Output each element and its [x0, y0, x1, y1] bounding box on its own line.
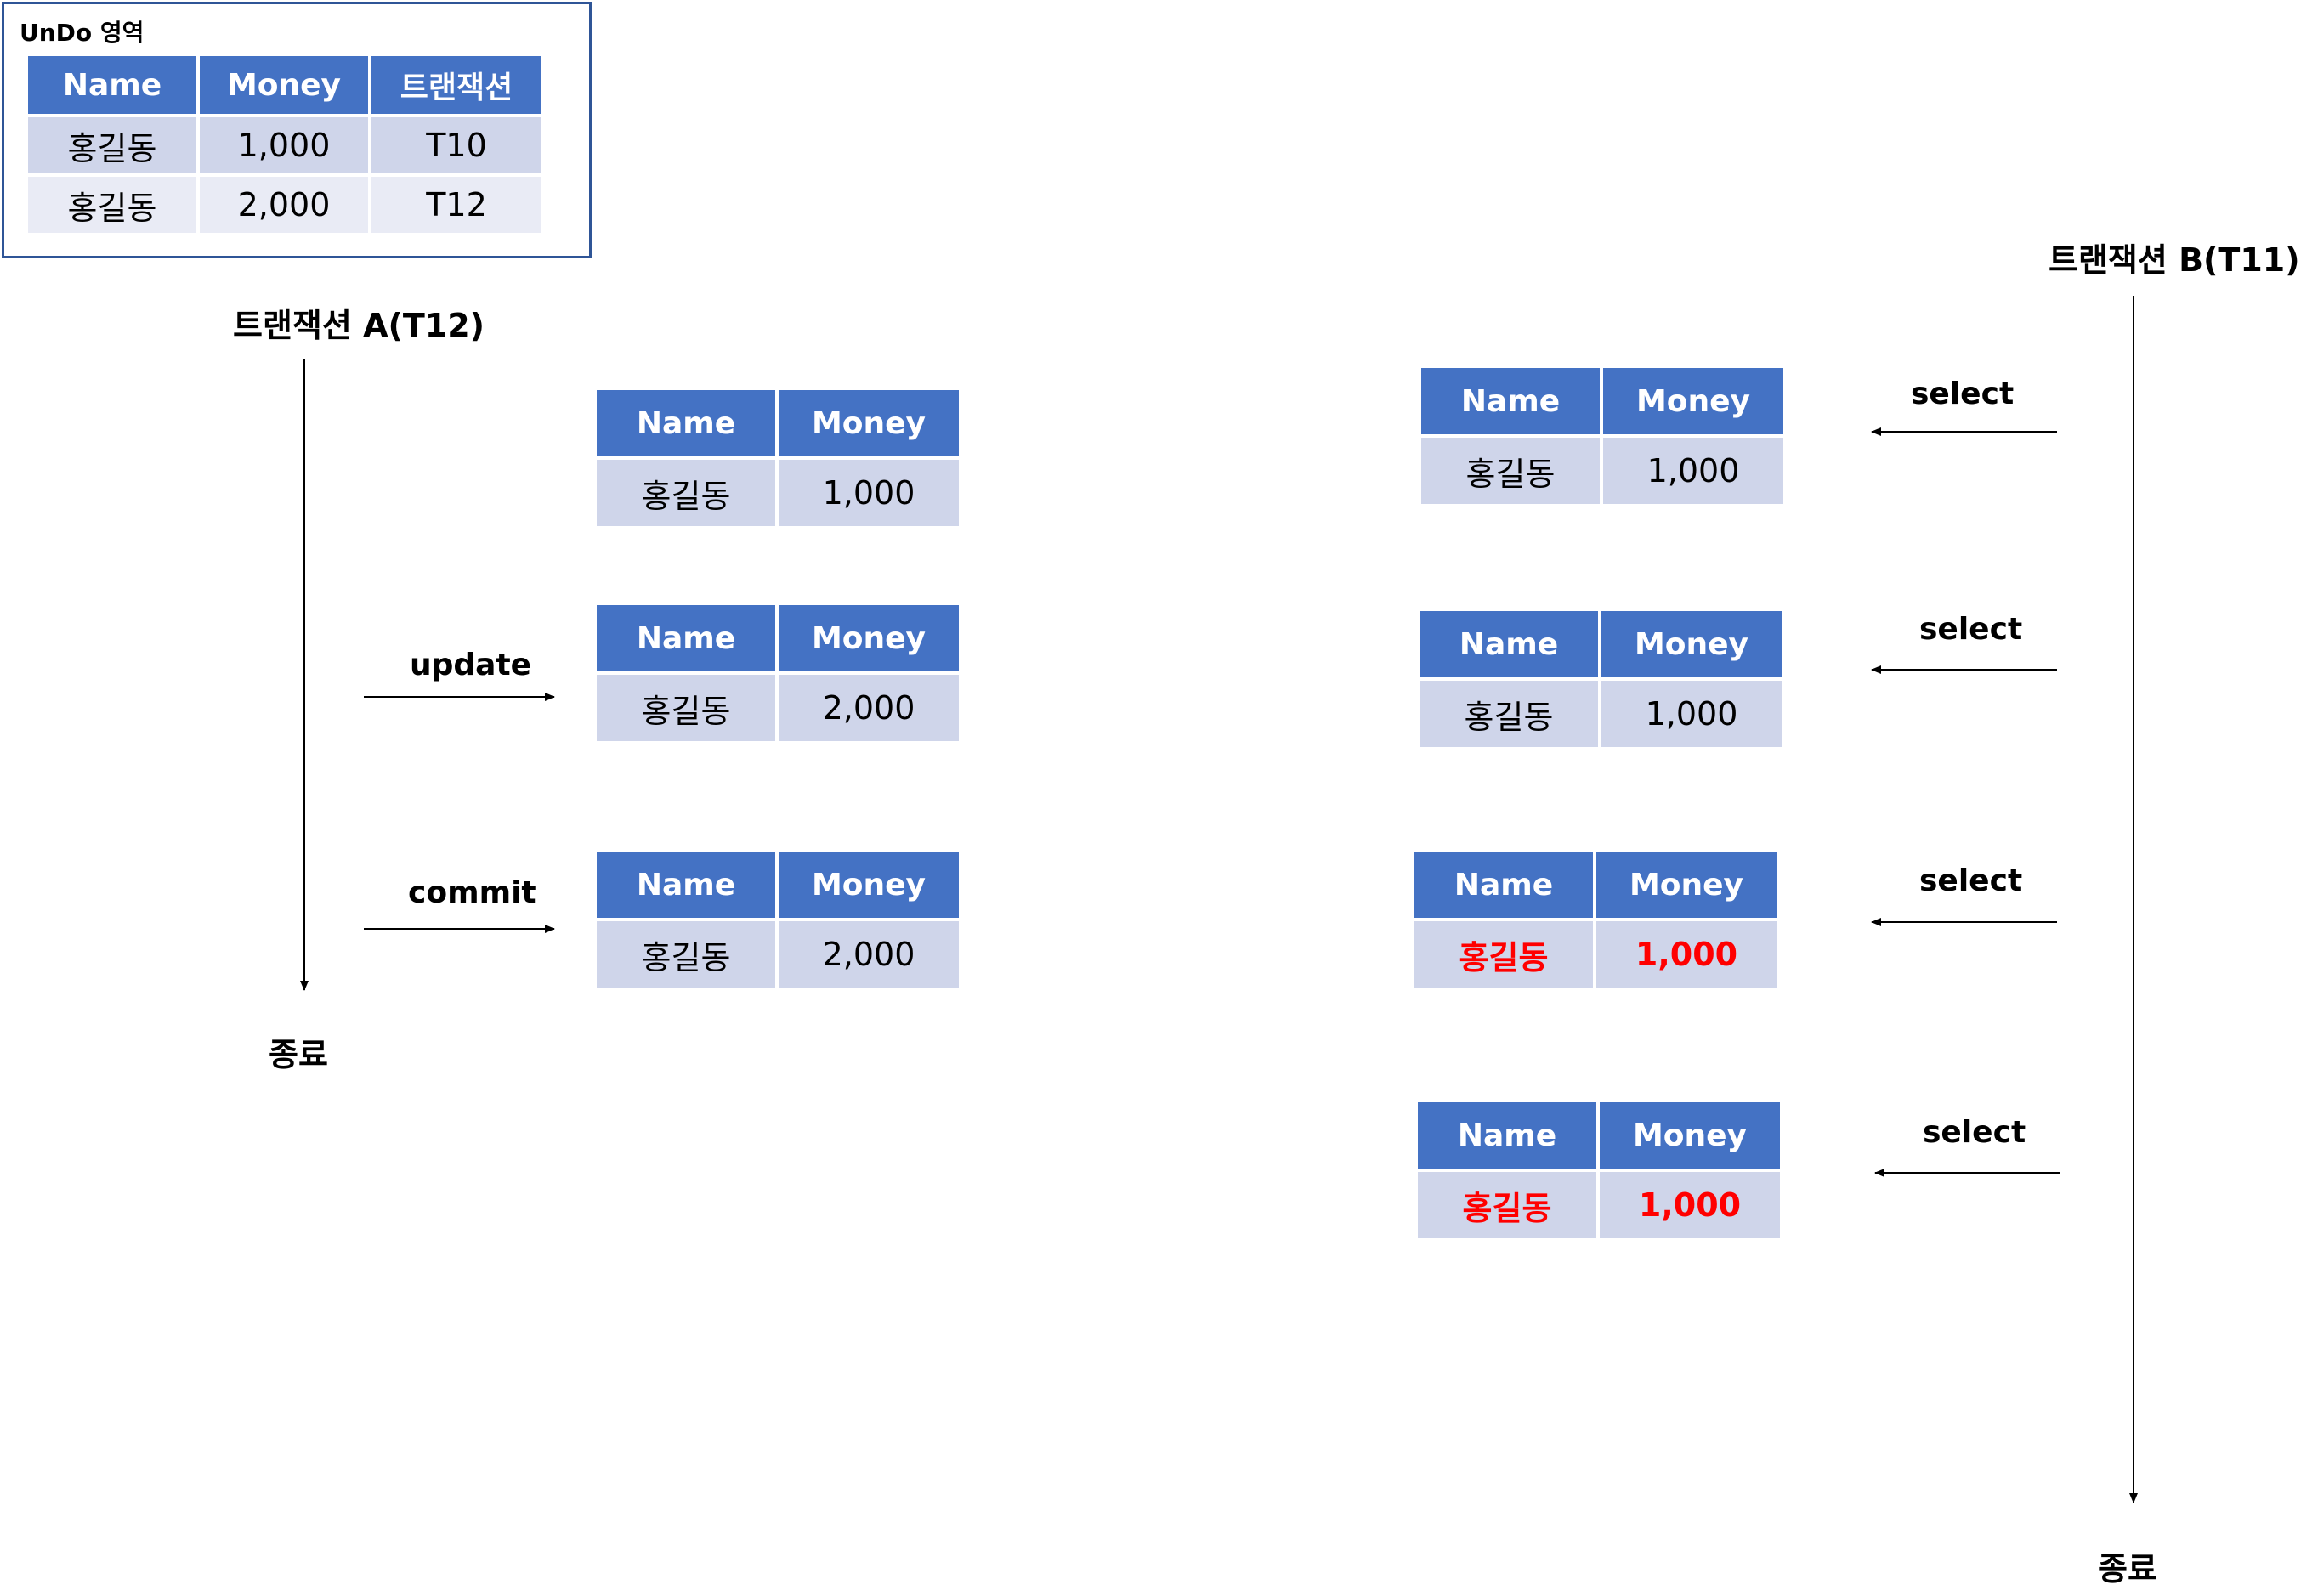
header-name: Name	[593, 848, 779, 921]
table-a-3: Name Money 홍길동 2,000	[593, 848, 962, 991]
header-money: Money	[775, 387, 962, 460]
header-money: Money	[775, 848, 962, 921]
table-row: 홍길동 1,000	[593, 456, 962, 529]
table-a-2: Name Money 홍길동 2,000	[593, 602, 962, 744]
undo-cell-money: 2,000	[196, 173, 371, 236]
update-label: update	[410, 648, 532, 682]
cell-name: 홍길동	[593, 918, 779, 991]
undo-cell-name: 홍길동	[25, 114, 200, 177]
cell-money: 2,000	[775, 918, 962, 991]
header-money: Money	[1598, 608, 1785, 681]
table-a-1: Name Money 홍길동 1,000	[593, 387, 962, 529]
header-money: Money	[775, 602, 962, 675]
header-name: Name	[593, 602, 779, 675]
undo-title: UnDo 영역	[20, 19, 145, 47]
select-label: select	[1919, 863, 2023, 898]
undo-table: Name Money 트랜잭션 홍길동 1,000 T10 홍길동 2,000 …	[25, 53, 545, 236]
table-row: 홍길동 1,000	[1416, 677, 1785, 750]
cell-name: 홍길동	[1416, 677, 1601, 750]
header-money: Money	[1593, 848, 1780, 921]
cell-name: 홍길동	[593, 671, 779, 744]
select-label: select	[1911, 376, 2015, 411]
undo-cell-transaction: T12	[368, 173, 545, 236]
table-row: 홍길동 2,000	[593, 918, 962, 991]
cell-money: 2,000	[775, 671, 962, 744]
cell-money: 1,000	[775, 456, 962, 529]
commit-label: commit	[408, 875, 536, 910]
header-name: Name	[1411, 848, 1596, 921]
table-row: 홍길동 1,000	[1418, 434, 1787, 507]
cell-money: 1,000	[1600, 434, 1787, 507]
undo-header-transaction: 트랜잭션	[368, 53, 545, 117]
undo-cell-money: 1,000	[196, 114, 371, 177]
undo-area: UnDo 영역 Name Money 트랜잭션 홍길동 1,000 T10 홍길…	[2, 2, 592, 258]
table-b-1: Name Money 홍길동 1,000	[1418, 365, 1787, 507]
table-row: 홍길동 1,000	[1411, 918, 1780, 991]
cell-money-highlight: 1,000	[1593, 918, 1780, 991]
header-name: Name	[1414, 1099, 1600, 1172]
transaction-b-end: 종료	[2098, 1550, 2157, 1588]
table-row: 홍길동 2,000	[593, 671, 962, 744]
transaction-a-end: 종료	[269, 1036, 328, 1073]
header-money: Money	[1596, 1099, 1783, 1172]
table-b-4: Name Money 홍길동 1,000	[1414, 1099, 1783, 1242]
header-name: Name	[593, 387, 779, 460]
cell-money-highlight: 1,000	[1596, 1169, 1783, 1242]
table-row: 홍길동 1,000	[1414, 1169, 1783, 1242]
cell-name-highlight: 홍길동	[1411, 918, 1596, 991]
table-b-2: Name Money 홍길동 1,000	[1416, 608, 1785, 750]
undo-header-money: Money	[196, 53, 371, 117]
cell-money: 1,000	[1598, 677, 1785, 750]
undo-cell-name: 홍길동	[25, 173, 200, 236]
select-label: select	[1923, 1115, 2026, 1150]
undo-header-name: Name	[25, 53, 200, 117]
undo-cell-transaction: T10	[368, 114, 545, 177]
table-b-3: Name Money 홍길동 1,000	[1411, 848, 1780, 991]
cell-name: 홍길동	[1418, 434, 1603, 507]
cell-name: 홍길동	[593, 456, 779, 529]
header-money: Money	[1600, 365, 1787, 438]
select-label: select	[1919, 612, 2023, 647]
cell-name-highlight: 홍길동	[1414, 1169, 1600, 1242]
header-name: Name	[1416, 608, 1601, 681]
transaction-b-title: 트랜잭션 B(T11)	[2049, 241, 2300, 279]
table-row: 홍길동 1,000 T10	[25, 114, 545, 177]
header-name: Name	[1418, 365, 1603, 438]
table-row: 홍길동 2,000 T12	[25, 173, 545, 236]
transaction-a-title: 트랜잭션 A(T12)	[233, 307, 485, 344]
